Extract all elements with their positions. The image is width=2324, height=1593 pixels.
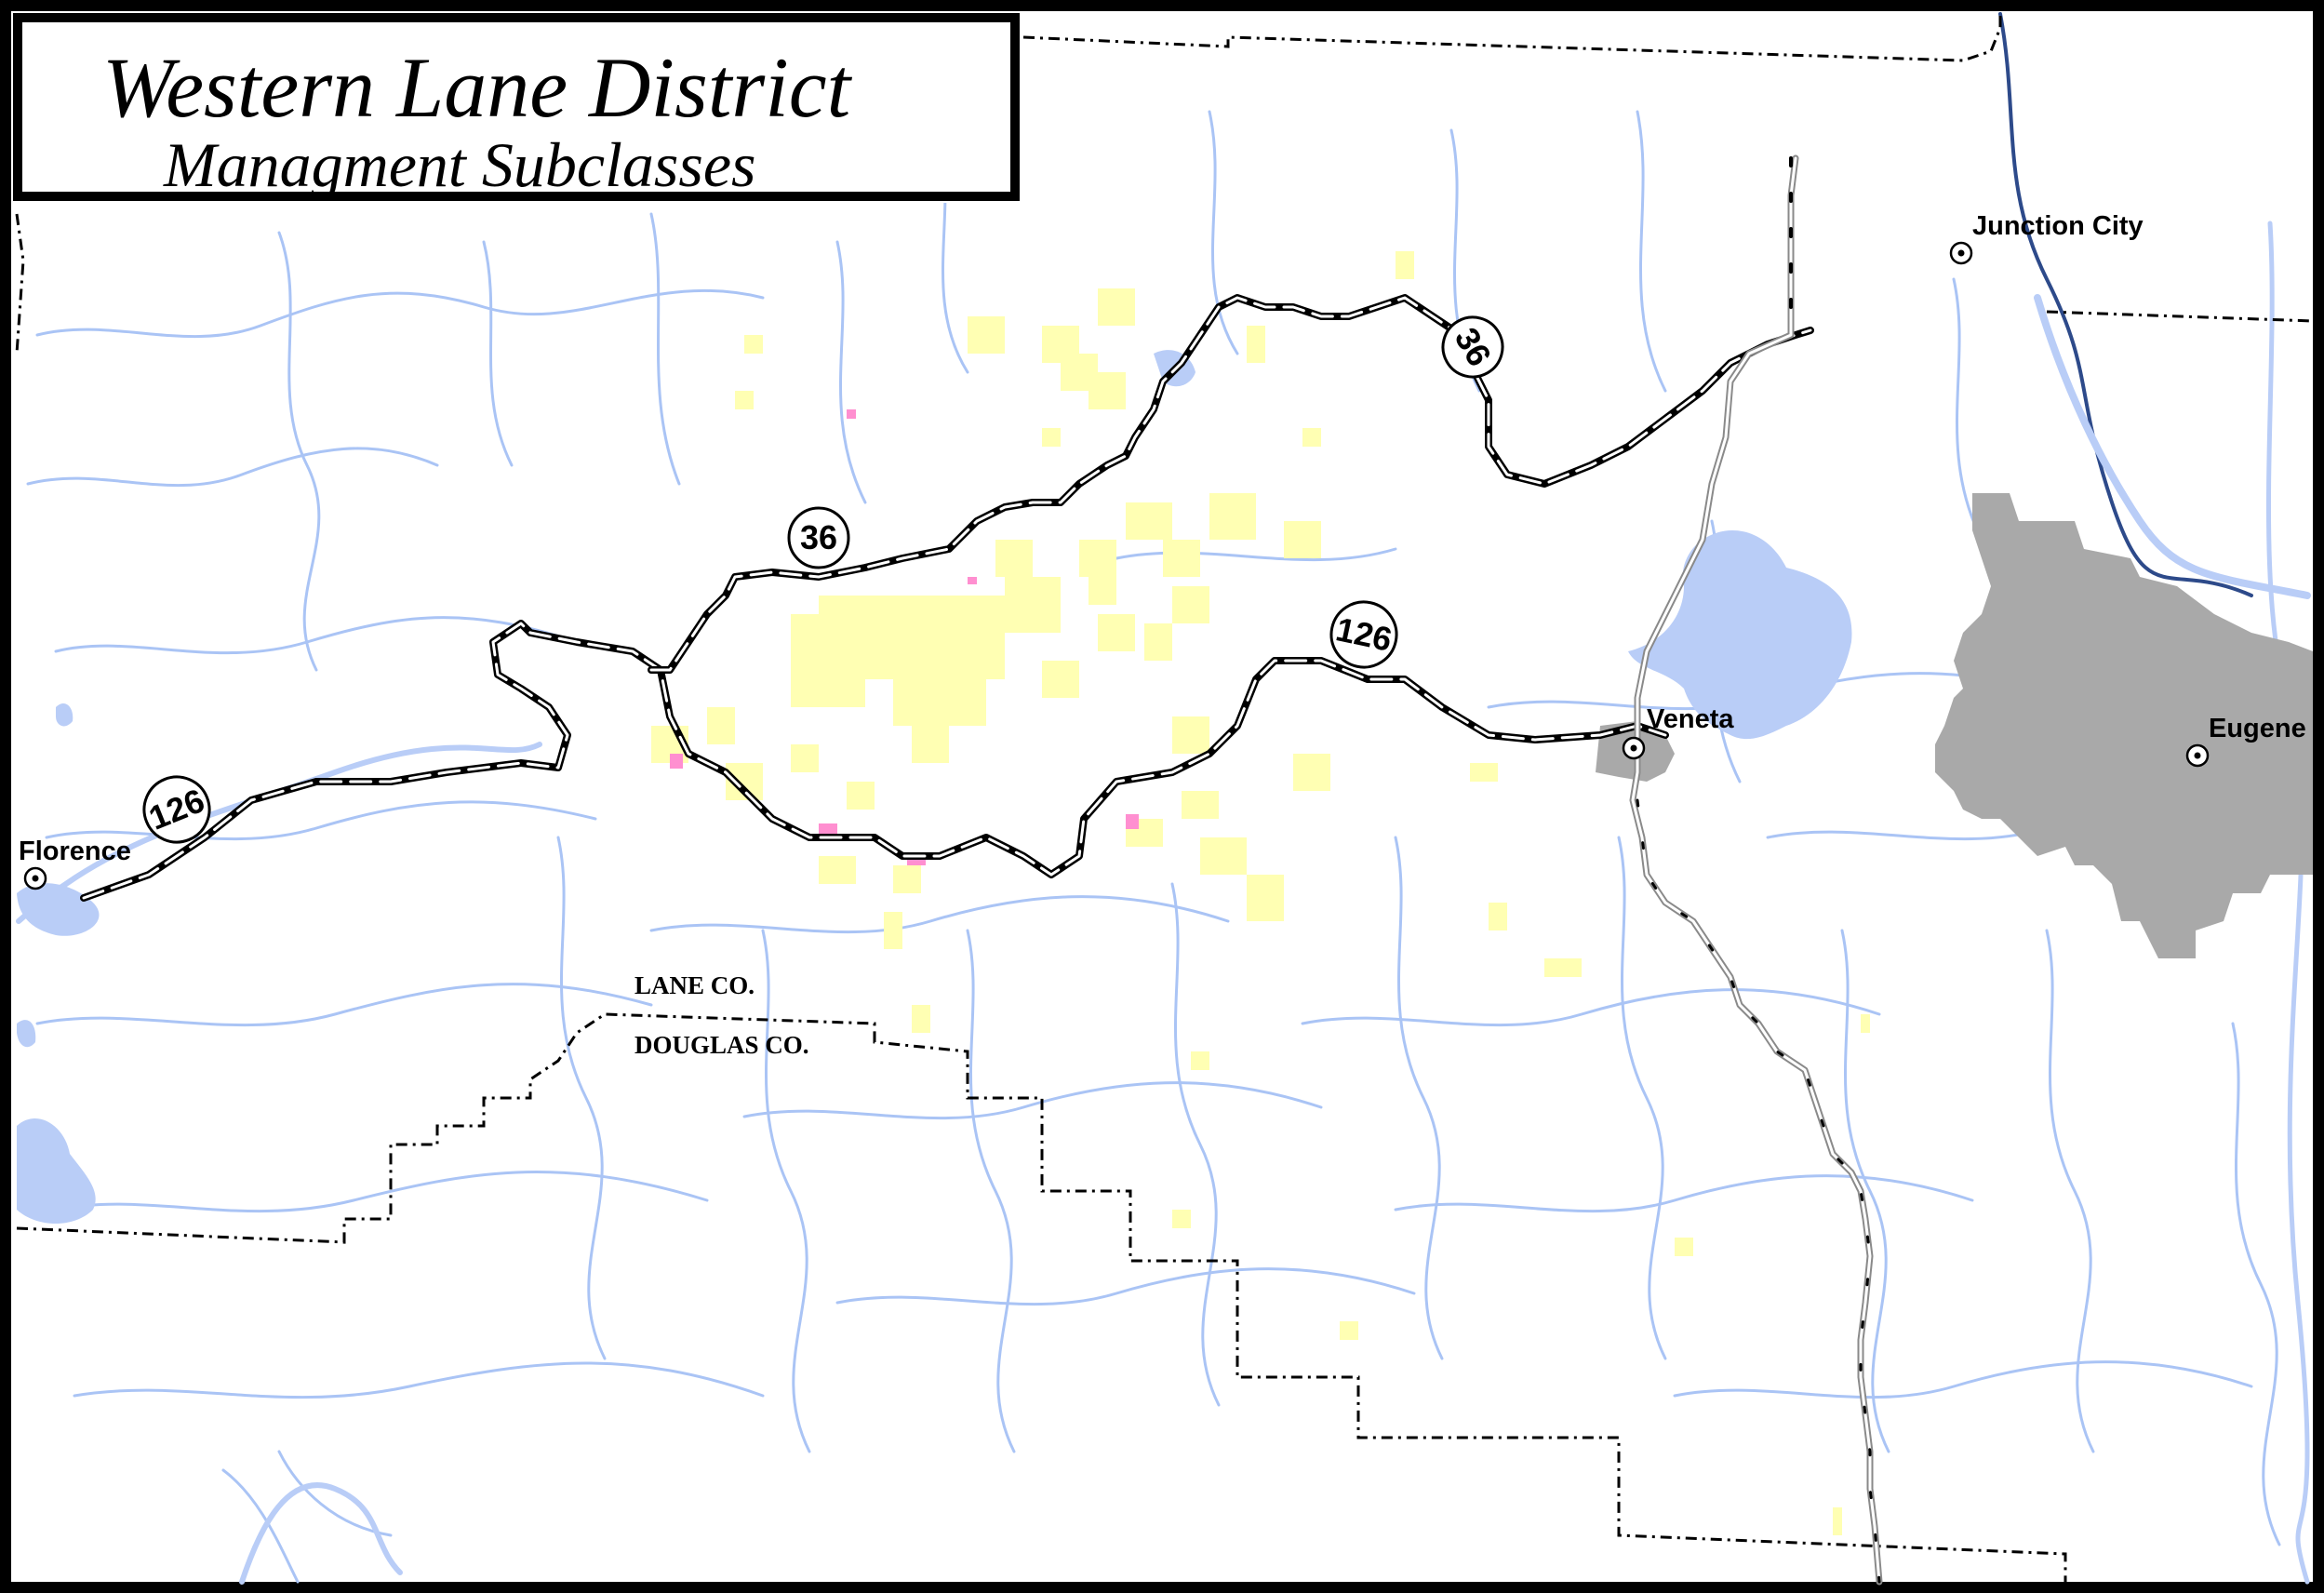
- highway-shield-36-north[interactable]: 36: [1432, 306, 1513, 387]
- city-florence[interactable]: Florence: [19, 837, 131, 890]
- coastal-lake-1: [17, 883, 100, 936]
- city-label-florence: Florence: [19, 837, 131, 866]
- map-title: Western Lane District: [102, 40, 851, 135]
- eugene-urban-area: [1935, 493, 2313, 958]
- highway-shield-36-west[interactable]: 36: [787, 506, 850, 569]
- highway-shield-icon: [787, 506, 850, 569]
- highway-shield-icon: [142, 775, 211, 844]
- city-marker-dot: [1630, 744, 1637, 752]
- coastal-lake-4: [56, 703, 73, 727]
- highway-shield-126-central[interactable]: 126: [1325, 596, 1402, 673]
- management-parcels: [651, 251, 1870, 1535]
- map-title-box: Western Lane District Managment Subclass…: [13, 13, 1020, 201]
- county-label-lane: LANE CO.: [634, 971, 755, 999]
- special-parcels: [670, 409, 1139, 865]
- city-junction-city[interactable]: Junction City: [1949, 211, 2144, 265]
- shield-label-36-west: 36: [800, 518, 837, 556]
- highway-shield-icon: [1441, 315, 1504, 379]
- city-eugene[interactable]: Eugene: [2185, 714, 2306, 768]
- highway-casing: [80, 154, 1883, 1586]
- coastal-lake-3: [17, 1020, 36, 1048]
- county-label-douglas: DOUGLAS CO.: [634, 1031, 809, 1059]
- city-marker-dot: [2194, 752, 2201, 759]
- map-subtitle: Managment Subclasses: [164, 129, 756, 200]
- coastal-lake-2: [17, 1118, 96, 1224]
- highway-99: [1633, 158, 1879, 1582]
- highway-shield-icon: [1329, 600, 1398, 669]
- city-veneta[interactable]: Veneta: [1622, 704, 1734, 760]
- highway-shield-126-west[interactable]: 126: [134, 767, 219, 851]
- county-lines: [15, 11, 2314, 1582]
- city-marker-dot: [32, 875, 39, 882]
- city-label-veneta: Veneta: [1647, 704, 1734, 734]
- benton-county-line: [2046, 310, 2314, 323]
- north-county-line: [1022, 11, 2002, 62]
- west-boundary: [15, 213, 25, 355]
- city-marker-dot: [1957, 249, 1965, 257]
- city-label-junction-city: Junction City: [1972, 211, 2144, 241]
- highways: [84, 158, 1879, 1582]
- stream-network: [26, 110, 2309, 1584]
- lane-douglas-county-line: [16, 1012, 2067, 1582]
- city-label-eugene: Eugene: [2209, 714, 2306, 743]
